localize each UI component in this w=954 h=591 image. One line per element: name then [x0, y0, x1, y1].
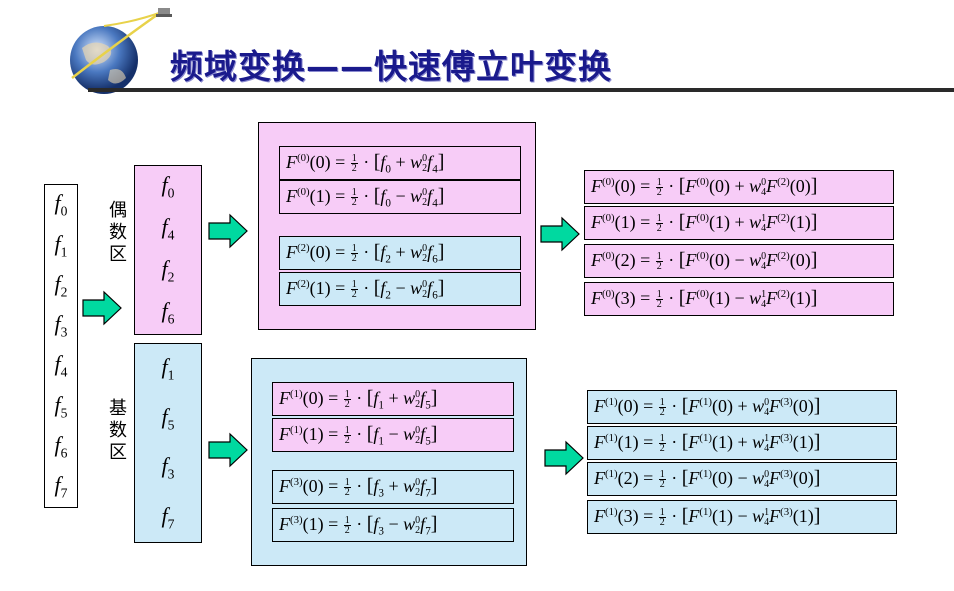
- sequence-item: f1: [161, 354, 175, 383]
- sequence-index: 4: [167, 227, 175, 243]
- sequence-item: f7: [54, 472, 68, 501]
- sequence-index: 2: [60, 284, 68, 300]
- sequence-index: 7: [167, 515, 175, 531]
- odd-region-label: 基数区: [109, 398, 127, 463]
- arrow-right-icon: [540, 216, 580, 252]
- even-region-label: 偶数区: [109, 200, 127, 265]
- odd-sequence-box: f1 f5 f3 f7: [134, 343, 202, 543]
- even-sequence-box: f0 f4 f2 f6: [134, 165, 202, 335]
- arrow-right-icon: [544, 440, 584, 476]
- sequence-item: f5: [54, 391, 68, 421]
- arrow-right-icon: [82, 290, 122, 326]
- input-sequence-box: f0 f1 f2 f3 f4 f5 f6 f7: [44, 184, 78, 508]
- sequence-item: f2: [54, 270, 68, 300]
- sequence-index: 3: [60, 324, 68, 340]
- sequence-item: f3: [161, 453, 175, 482]
- sequence-index: 5: [60, 405, 68, 421]
- sequence-item: f2: [161, 256, 175, 285]
- sequence-item: f5: [161, 403, 175, 432]
- sequence-item: f0: [161, 172, 175, 201]
- sequence-item: f4: [161, 214, 175, 243]
- sequence-index: 1: [60, 244, 68, 260]
- arrow-right-icon: [208, 213, 248, 249]
- sequence-item: f0: [54, 190, 68, 219]
- sequence-index: 0: [167, 185, 175, 201]
- page-title: 频域变换——快速傅立叶变换: [170, 47, 612, 86]
- sequence-item: f7: [161, 502, 175, 531]
- sequence-index: 0: [60, 203, 68, 219]
- sequence-item: f6: [161, 298, 175, 327]
- sequence-index: 7: [60, 485, 68, 501]
- sequence-index: 6: [60, 445, 68, 461]
- sequence-index: 4: [60, 364, 68, 380]
- sequence-item: f4: [54, 351, 68, 380]
- sequence-index: 2: [167, 269, 175, 285]
- sequence-item: f3: [54, 311, 68, 340]
- sequence-index: 6: [167, 311, 175, 327]
- globe-satellite-icon: [70, 8, 172, 94]
- arrow-right-icon: [208, 432, 248, 468]
- sequence-index: 1: [167, 367, 175, 383]
- sequence-index: 5: [167, 416, 175, 432]
- sequence-item: f1: [54, 230, 68, 260]
- title-underline: [88, 88, 954, 92]
- sequence-item: f6: [54, 431, 68, 461]
- sequence-index: 3: [167, 466, 175, 482]
